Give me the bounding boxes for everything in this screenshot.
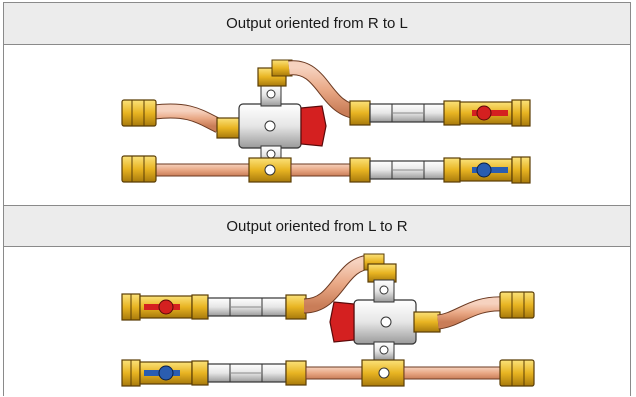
plumbing-assembly-l-to-r [121, 253, 535, 387]
brass-union-lower-right [499, 359, 535, 387]
copper-pipe-lower [403, 366, 503, 380]
section-header-l-to-r: Output oriented from L to R [4, 205, 630, 247]
valve-diagram-l-to-r [4, 248, 630, 397]
valve-diagram-r-to-l [4, 46, 630, 204]
copper-pipe-lower [153, 163, 260, 177]
section-header-r-to-l: Output oriented from R to L [4, 3, 630, 45]
thermostatic-knob [329, 301, 355, 343]
diagram-table: Output oriented from R to L [3, 2, 631, 396]
brass-union-upper-right [499, 291, 535, 319]
thermostatic-knob [300, 105, 327, 147]
copper-pipe-upper-arc [288, 61, 361, 119]
plumbing-assembly-r-to-l [121, 59, 531, 184]
section-title: Output oriented from L to R [226, 217, 408, 235]
brass-union-lower-left [121, 155, 157, 183]
copper-pipe-upper-right [436, 297, 505, 329]
copper-pipe-upper-arc [303, 255, 373, 313]
brass-union-upper-left [121, 99, 157, 127]
section-title: Output oriented from R to L [226, 15, 408, 32]
